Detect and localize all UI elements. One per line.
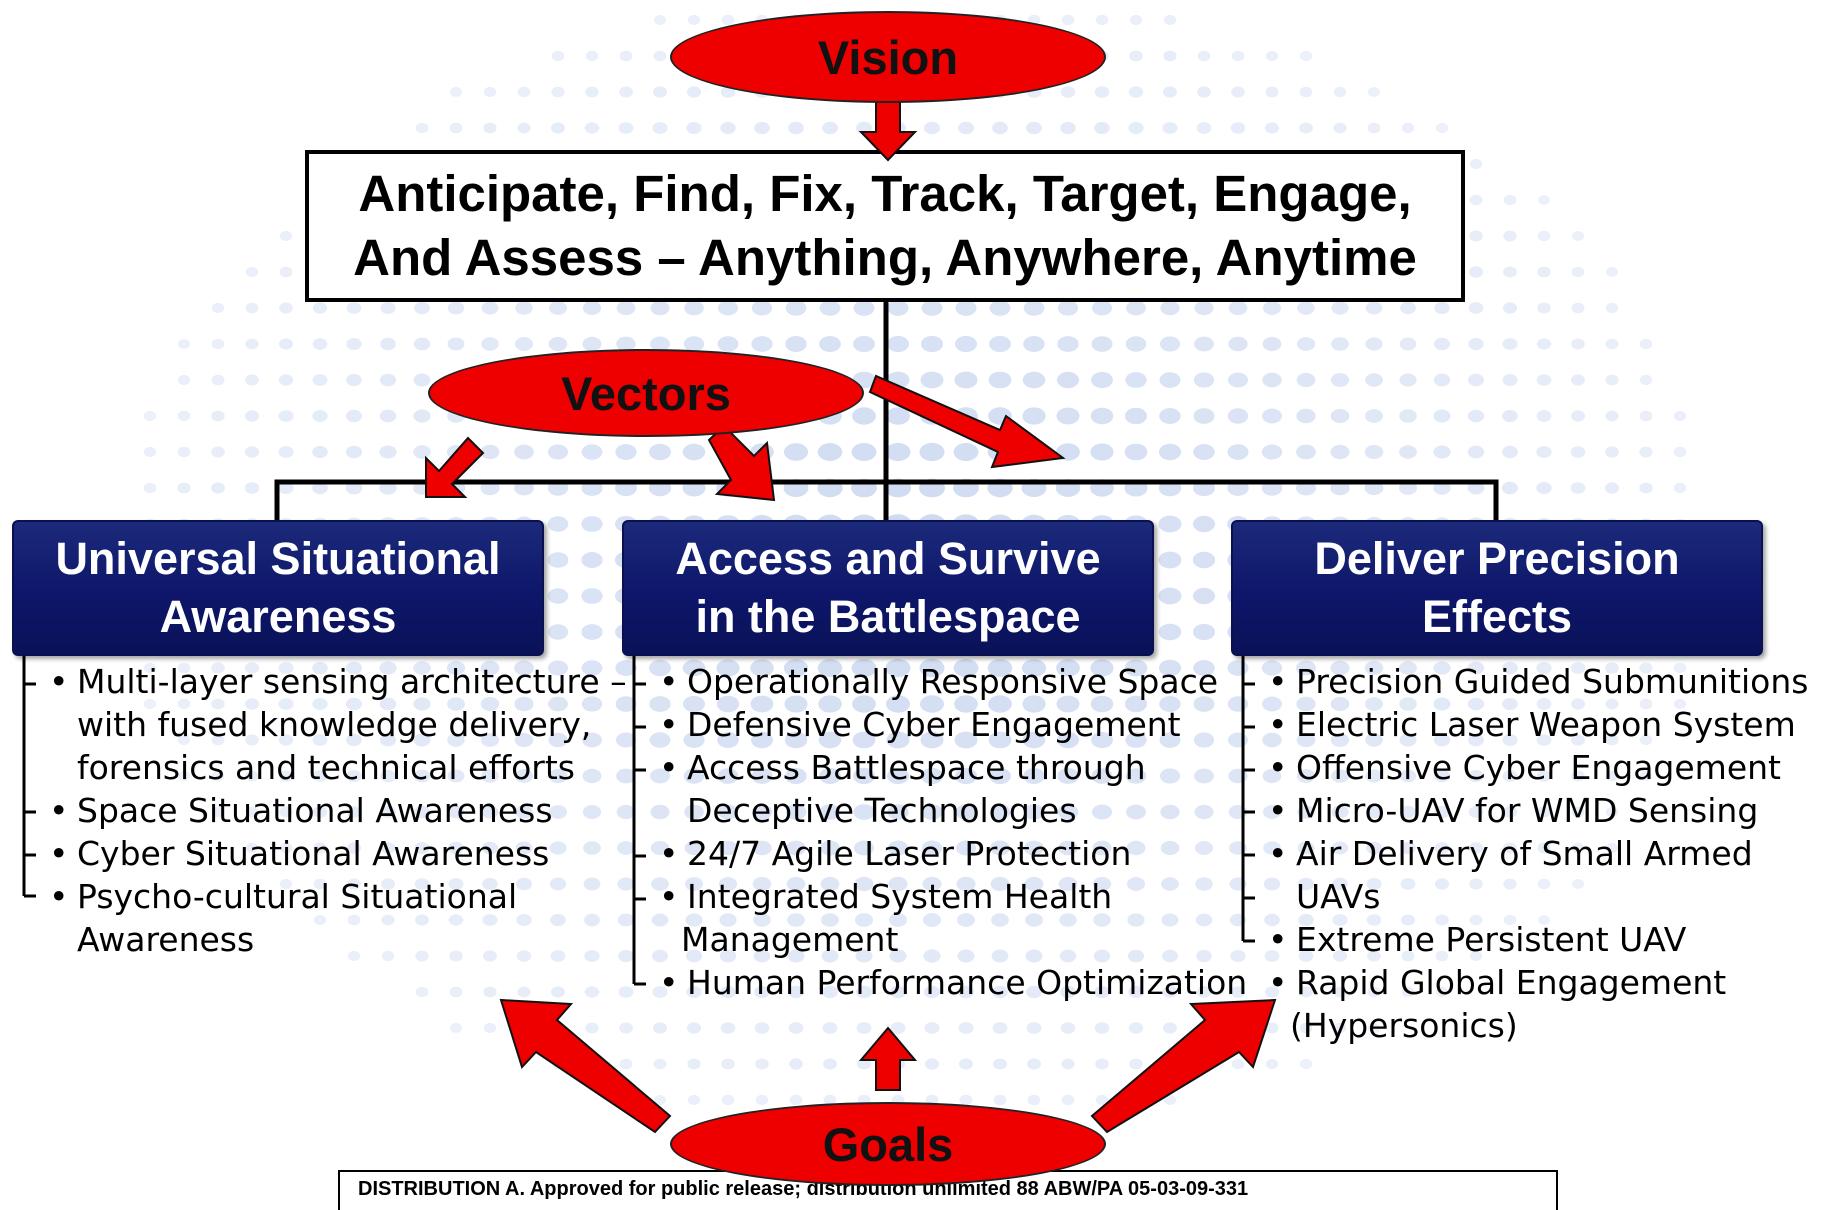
list-item: •Precision Guided Submunitions [1268, 662, 1809, 701]
list-item: •Rapid Global Engagement(Hypersonics) [1268, 963, 1727, 1045]
bracket-universal [22, 655, 36, 898]
vector-title-line-2: Effects [1421, 591, 1573, 642]
list-item: •Multi-layer sensing architecture –with … [49, 662, 627, 787]
vision-statement-line-2: And Assess – Anything, Anywhere, Anytime [353, 229, 1417, 286]
list-item: •Offensive Cyber Engagement [1268, 748, 1781, 787]
goal-list-universal: •Multi-layer sensing architecture –with … [12, 660, 627, 961]
vector-title-line-1: Universal Situational [55, 533, 501, 584]
bullet-icon: • [49, 791, 69, 830]
bullet-icon: • [1268, 920, 1288, 959]
bullet-icon: • [1268, 662, 1288, 701]
vision-label: Vision [817, 30, 959, 84]
list-item: •Air Delivery of Small Armed UAVs [1268, 834, 1753, 916]
bullet-icon: • [659, 877, 679, 916]
goal-list-deliver: •Precision Guided Submunitions •Electric… [1231, 660, 1839, 1047]
list-item: •Space Situational Awareness [49, 791, 553, 830]
list-item: •Cyber Situational Awareness [49, 834, 550, 873]
bracket-deliver [1241, 655, 1255, 943]
vision-statement-line-1: Anticipate, Find, Fix, Track, Target, En… [358, 165, 1412, 222]
list-item: •24/7 Agile Laser Protection [659, 834, 1132, 873]
list-item: •Electric Laser Weapon System [1268, 705, 1796, 744]
bullet-icon: • [1268, 963, 1288, 1002]
vectors-ellipse: Vectors [428, 349, 864, 437]
goals-label: Goals [822, 1117, 954, 1171]
bullet-icon: • [1268, 791, 1288, 830]
list-item: •Micro-UAV for WMD Sensing [1268, 791, 1759, 830]
bullet-icon: • [49, 834, 69, 873]
bullet-icon: • [659, 834, 679, 873]
bullet-icon: • [659, 705, 679, 744]
vectors-label: Vectors [561, 366, 731, 420]
list-item: •Extreme Persistent UAV [1268, 920, 1687, 959]
bracket-access [632, 655, 646, 986]
goal-list-access: •Operationally Responsive Space •Defensi… [622, 660, 1247, 1004]
vector-access-and-survive: Access and Survive in the Battlespace [622, 520, 1154, 656]
bullet-icon: • [659, 963, 679, 1002]
vector-title-line-2: Awareness [159, 591, 397, 642]
bullet-icon: • [659, 662, 679, 701]
bullet-icon: • [659, 748, 679, 787]
bullet-icon: • [1268, 748, 1288, 787]
vector-title-line-1: Deliver Precision [1314, 533, 1680, 584]
goals-ellipse: Goals [670, 1102, 1106, 1186]
vector-deliver-precision-effects: Deliver Precision Effects [1231, 520, 1763, 656]
bullet-icon: • [1268, 834, 1288, 873]
list-item: •Defensive Cyber Engagement [659, 705, 1181, 744]
vector-title-line-1: Access and Survive [675, 533, 1101, 584]
vision-ellipse: Vision [670, 11, 1106, 103]
vector-title-line-2: in the Battlespace [695, 591, 1081, 642]
bullet-icon: • [49, 877, 69, 916]
vector-universal-situational-awareness: Universal Situational Awareness [12, 520, 544, 656]
list-item: •Human Performance Optimization [659, 963, 1248, 1002]
bullet-icon: • [1268, 705, 1288, 744]
vision-statement-box: Anticipate, Find, Fix, Track, Target, En… [305, 150, 1465, 302]
bullet-icon: • [49, 662, 69, 701]
list-item: •Operationally Responsive Space [659, 662, 1219, 701]
